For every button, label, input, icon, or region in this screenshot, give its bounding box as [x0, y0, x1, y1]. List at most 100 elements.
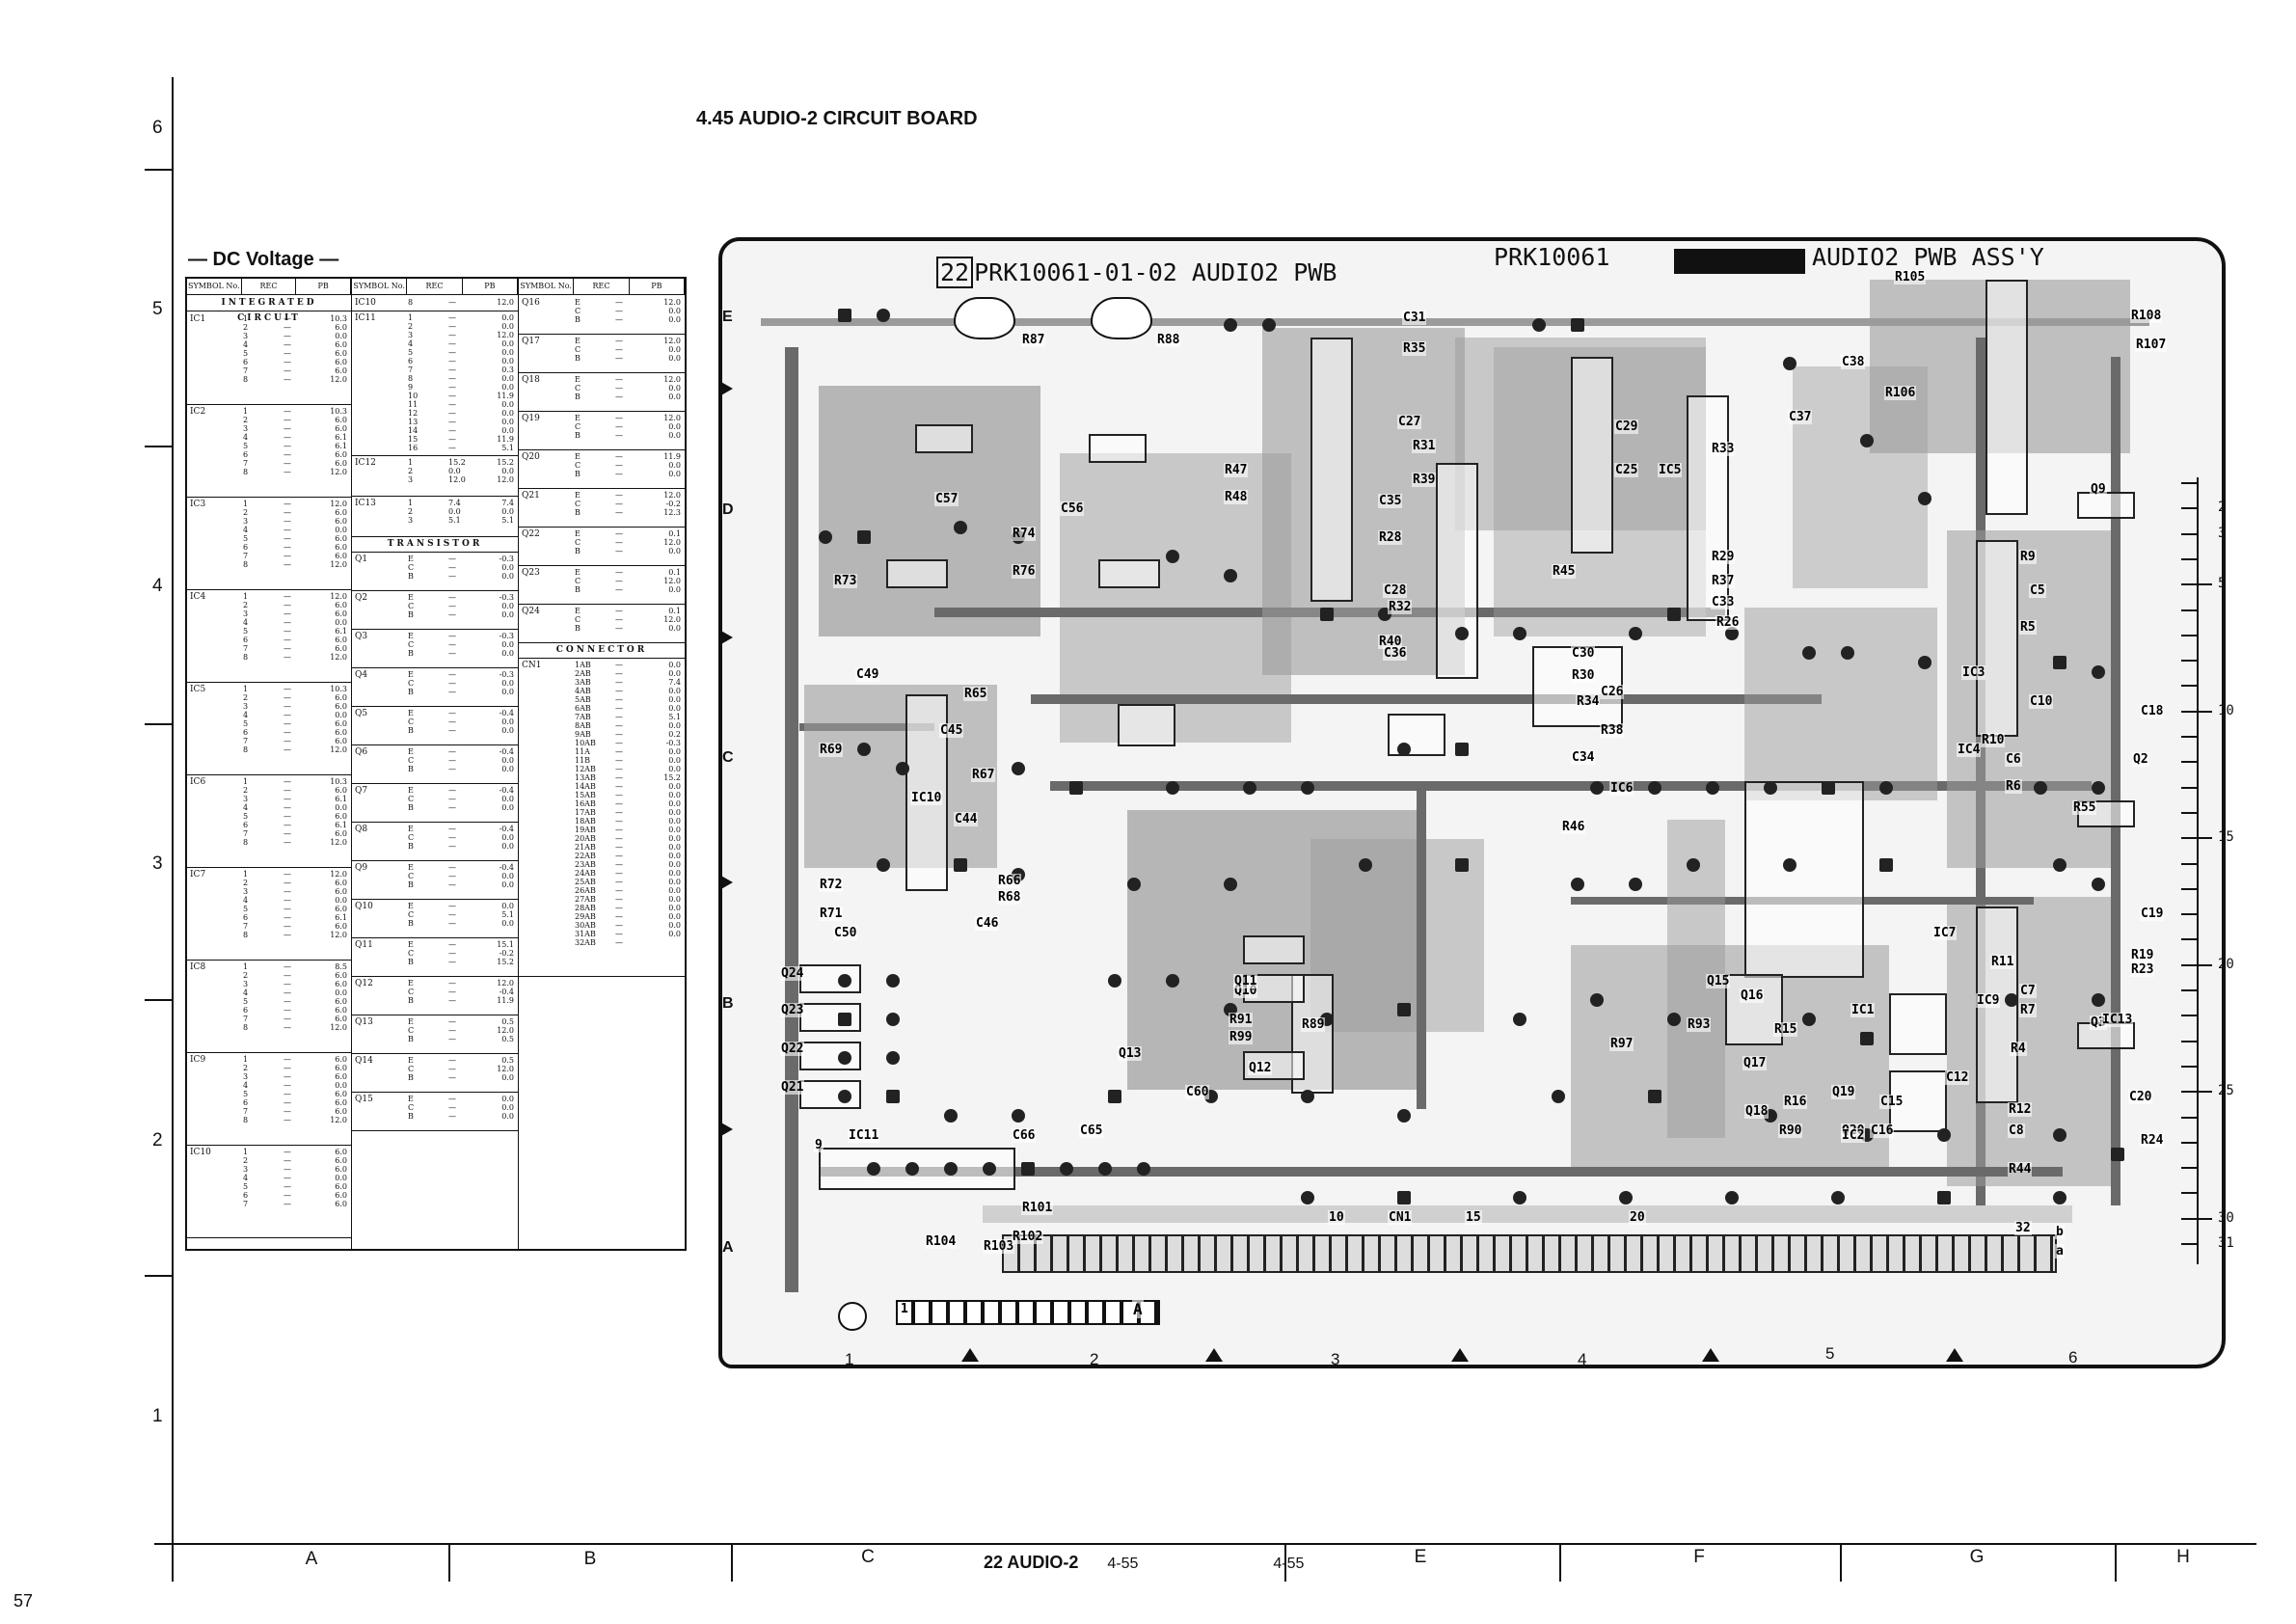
solder-pad [944, 1162, 958, 1176]
scale-tick [2181, 1040, 2199, 1042]
row-tick [145, 446, 174, 447]
mounting-hole [838, 1302, 867, 1331]
row-arrow [719, 381, 733, 396]
ic-chip [1310, 338, 1353, 602]
component-label: R72 [819, 878, 844, 892]
solder-pad [1069, 781, 1083, 795]
component-label: R55 [2072, 800, 2097, 815]
col-label-a: A [305, 1549, 318, 1569]
component-label: C29 [1614, 420, 1639, 434]
dc-rec: ——————— [284, 1148, 291, 1208]
component-label: C19 [2140, 907, 2165, 921]
dc-sym: Q8 [355, 825, 368, 834]
dc-rec: ——— [448, 902, 456, 928]
solder-pad [877, 858, 890, 872]
component-label: Q23 [780, 1003, 805, 1017]
dc-rec: ———————— [284, 592, 291, 662]
transistor [799, 964, 861, 993]
component-label: C25 [1614, 463, 1639, 477]
scale-tick [2181, 862, 2199, 865]
component-label: C45 [939, 723, 964, 738]
component-label: C36 [1383, 646, 1408, 661]
solder-pad [857, 530, 871, 544]
board-col-6: 6 [2068, 1348, 2078, 1367]
row-label-6: 6 [152, 118, 163, 138]
dc-sym: IC12 [355, 458, 376, 468]
scale-tick [2181, 710, 2212, 713]
component-label: R19 [2130, 948, 2155, 962]
component-label: C49 [855, 667, 880, 682]
bottom-connector-strip [896, 1300, 1160, 1325]
dc-sym: IC11 [355, 313, 376, 323]
solder-pad [2005, 993, 2018, 1007]
dc-sym: Q24 [522, 607, 540, 616]
component-label: R101 [1021, 1201, 1054, 1215]
transistor [1243, 935, 1305, 964]
header-rec: REC [574, 279, 630, 294]
component-label: R45 [1552, 564, 1577, 579]
solder-pad [1098, 1162, 1112, 1176]
component-label: R108 [2130, 309, 2163, 323]
scale-tick [2181, 1065, 2199, 1068]
component-label: C46 [975, 916, 1000, 931]
dc-sym: Q3 [355, 632, 368, 641]
solder-pad [983, 1162, 996, 1176]
solder-pad [1137, 1162, 1150, 1176]
scale-tick [2181, 507, 2199, 510]
scale-tick [2181, 913, 2199, 916]
component-label: R68 [997, 890, 1022, 905]
ic-chip [1985, 280, 2028, 515]
dc-sym: Q5 [355, 709, 368, 718]
solder-pad [1513, 627, 1526, 640]
trace [819, 386, 1040, 636]
component-label: R71 [819, 907, 844, 921]
scale-label: 30 [2218, 1209, 2234, 1226]
col-label-b: B [583, 1549, 597, 1569]
solder-pad [1725, 1191, 1739, 1204]
component-label: R76 [1012, 564, 1037, 579]
col-divider [1840, 1543, 1842, 1582]
row-tick [145, 1275, 174, 1277]
component-label: R97 [1609, 1037, 1634, 1051]
row-tick [145, 723, 174, 725]
scale-tick [2181, 1243, 2199, 1245]
solder-pad [1243, 781, 1256, 795]
dc-sym: Q10 [355, 902, 373, 911]
bottom-frame-line [154, 1543, 2256, 1545]
solder-pad [1937, 1128, 1951, 1142]
scale-label: 5 [2218, 576, 2227, 592]
solder-pad [1166, 550, 1179, 563]
component-label: C12 [1945, 1070, 1970, 1085]
dc-row: TRANSISTOR [352, 536, 518, 553]
dc-rec: ——— [448, 709, 456, 735]
row-label-4: 4 [152, 576, 163, 596]
dc-sym: IC10 [355, 298, 376, 308]
solder-pad [1359, 858, 1372, 872]
component-label: IC5 [1658, 463, 1683, 477]
component-label: R28 [1378, 530, 1403, 545]
dc-voltage-table: SYMBOL No. REC PB INTEGRATED CIRCUIT IC1… [185, 277, 687, 1251]
solder-pad [1783, 357, 1796, 370]
solder-pad [1108, 1090, 1121, 1103]
row-label-3: 3 [152, 853, 163, 874]
dc-sym: Q22 [522, 529, 540, 539]
solder-pad [838, 1090, 851, 1103]
scale-tick [2181, 837, 2212, 840]
